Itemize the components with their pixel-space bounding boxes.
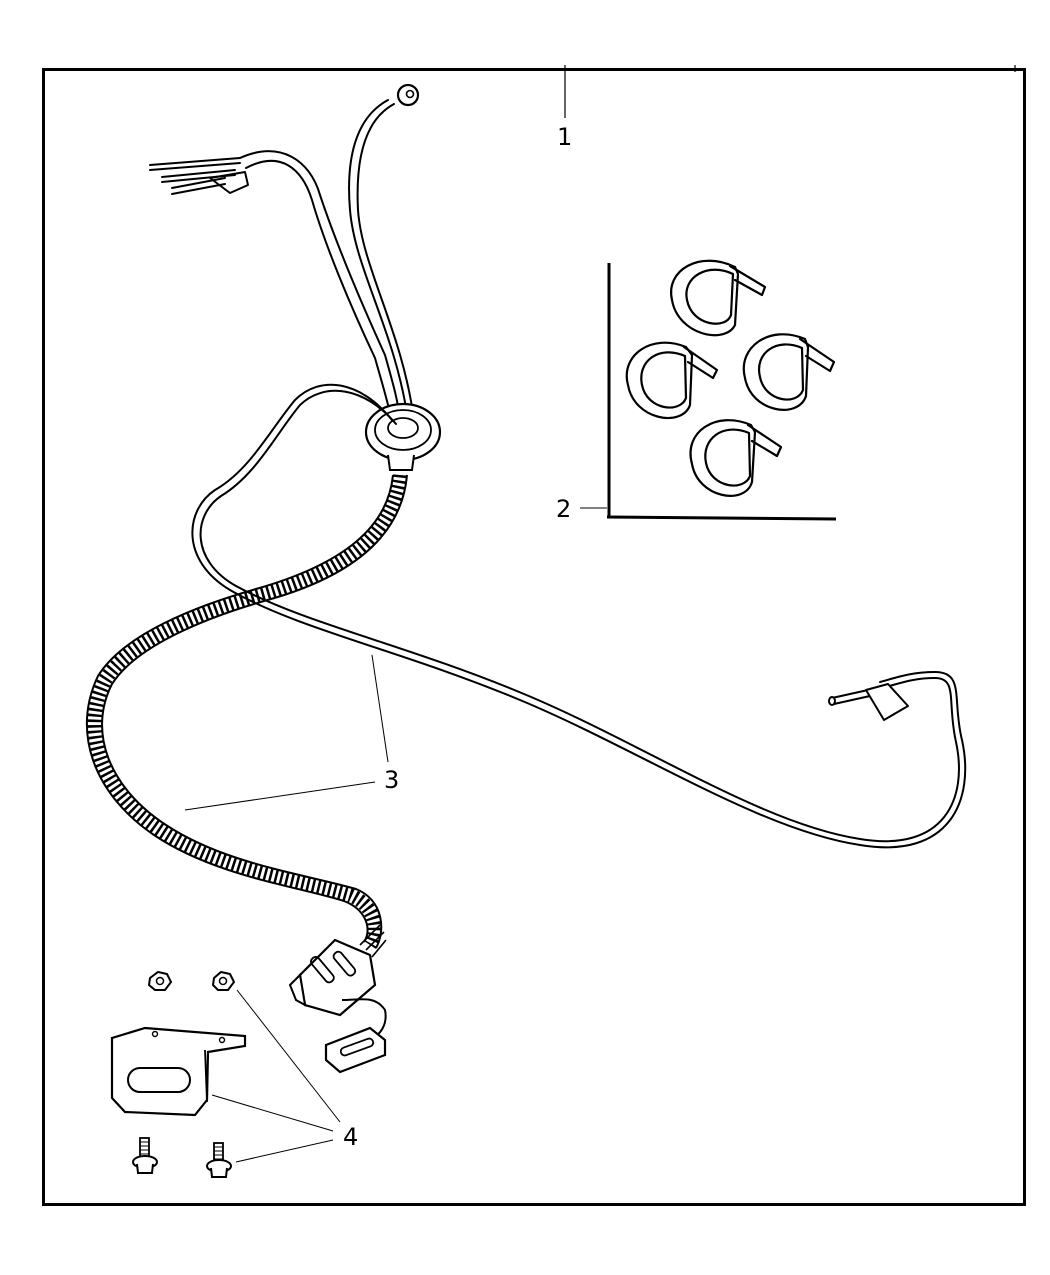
right-terminal-icon — [828, 683, 909, 721]
leader-line-4c — [235, 1139, 334, 1163]
clip-icon — [670, 259, 767, 337]
hex-nut-icon — [211, 970, 236, 991]
leader-line-3b — [184, 781, 376, 811]
callout-4: 4 — [343, 1123, 359, 1151]
callout-3: 3 — [384, 766, 400, 794]
flange-bolt-icon — [132, 1137, 158, 1174]
callout-1: 1 — [557, 123, 573, 151]
diagram-frame — [42, 68, 1026, 1206]
hex-nut-icon — [147, 970, 173, 991]
clip-icon — [625, 341, 719, 420]
four-way-connector-icon — [288, 924, 387, 1074]
flange-bolt-icon — [206, 1142, 232, 1178]
clip-icon — [689, 419, 783, 497]
callout-2: 2 — [556, 495, 572, 523]
leader-line-4b — [211, 1094, 334, 1132]
clip-icon — [742, 333, 836, 411]
ground-wire — [348, 99, 409, 421]
long-wire-right — [191, 383, 967, 849]
leader-line-4a — [236, 989, 341, 1123]
ring-terminal-icon — [396, 83, 420, 107]
corrugated-main-cable — [87, 474, 407, 949]
clip-set-box — [580, 263, 837, 521]
grommet-icon — [364, 402, 442, 471]
pigtail-connector-icon — [149, 157, 249, 195]
leader-line-3a — [371, 654, 389, 763]
mounting-bracket-icon — [110, 1026, 247, 1117]
spiral-wrapped-bundle — [239, 150, 401, 421]
